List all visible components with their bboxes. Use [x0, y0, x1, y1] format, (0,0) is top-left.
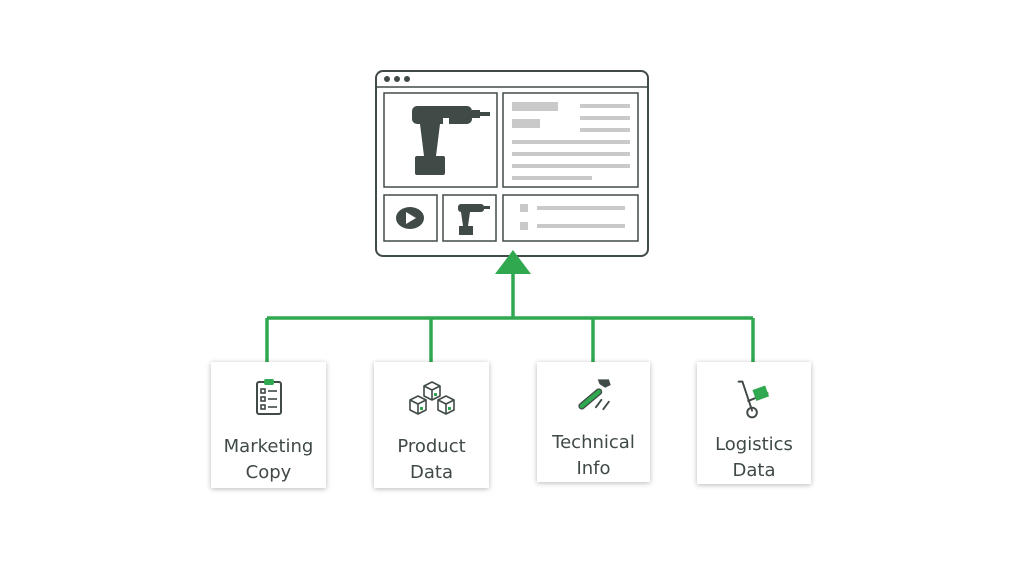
- label-line: Technical: [552, 432, 635, 453]
- boxes-icon: [408, 381, 455, 415]
- source-card-label: Logistics Data: [715, 432, 793, 484]
- clipboard-checklist-icon: [255, 379, 282, 415]
- source-card-label: Marketing Copy: [224, 434, 314, 486]
- text-block-panel: [502, 92, 639, 188]
- hammer-nails-icon: [577, 379, 611, 411]
- source-card-technical-info: Technical Info: [537, 362, 650, 482]
- video-thumbnail: [383, 194, 438, 242]
- label-line: Marketing: [223, 436, 314, 457]
- arrowhead-icon: [495, 250, 531, 274]
- hero-image-panel: [383, 92, 498, 188]
- spec-list-panel: [502, 194, 639, 242]
- source-card-label: Technical Info: [552, 430, 635, 482]
- window-dot-icon: [404, 76, 410, 82]
- drill-thumbnail: [442, 194, 497, 242]
- source-card-product-data: Product Data: [374, 362, 489, 488]
- source-card-logistics-data: Logistics Data: [697, 362, 811, 484]
- label-line: Logistics: [715, 434, 793, 455]
- source-card-label: Product Data: [397, 434, 465, 486]
- product-page-window: [375, 70, 649, 257]
- label-line: Copy: [245, 462, 292, 483]
- power-drill-icon: [458, 204, 490, 235]
- play-video-icon: [396, 207, 424, 229]
- hand-truck-icon: [737, 380, 770, 419]
- connector-tree: [265, 272, 755, 362]
- label-line: Product: [397, 436, 466, 457]
- label-line: Data: [732, 460, 776, 481]
- window-dot-icon: [394, 76, 400, 82]
- spec-bullet-list: [520, 204, 625, 230]
- power-drill-icon: [412, 106, 490, 175]
- text-placeholder-lines: [512, 102, 630, 180]
- label-line: Data: [410, 462, 453, 483]
- label-line: Info: [576, 458, 611, 479]
- window-dot-icon: [384, 76, 390, 82]
- source-card-marketing-copy: Marketing Copy: [211, 362, 326, 488]
